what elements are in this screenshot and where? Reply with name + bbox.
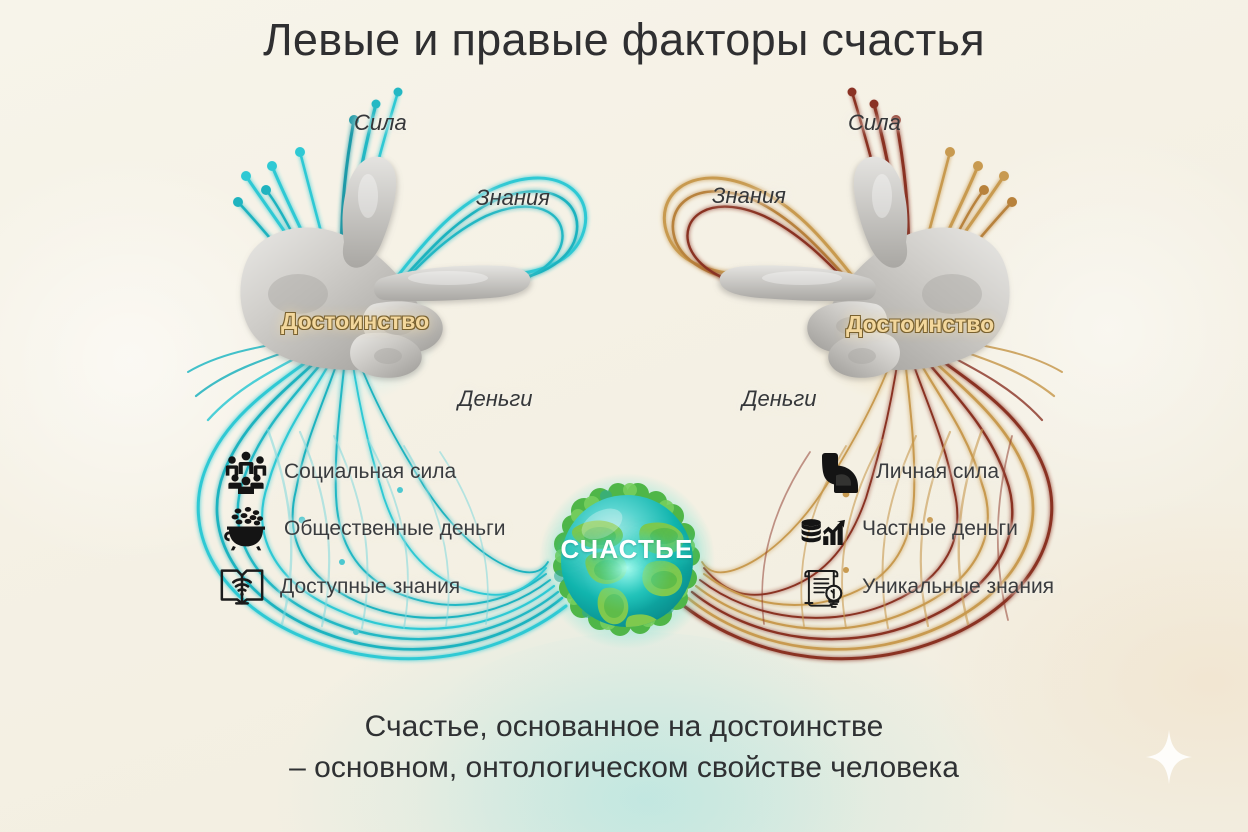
left-factor-label-public-money: Общественные деньги [284, 517, 506, 540]
scroll-lightbulb-icon [800, 563, 848, 611]
caption-line-2: – основном, онтологическом свойстве чело… [289, 750, 959, 784]
caption: Счастье, основанное на достоинстве – осн… [0, 707, 1248, 788]
left-factor-row-public-money: Общественные деньги [222, 505, 505, 553]
right-hand-label-money: Деньги [742, 386, 817, 411]
left-hand-label-power: Сила [354, 110, 407, 135]
left-hand-label-money: Деньги [458, 386, 533, 411]
right-hand-label-knowledge: Знания [712, 183, 786, 208]
cauldron-of-coins-icon [222, 505, 270, 553]
right-hand-label-power: Сила [848, 110, 901, 135]
right-factor-row-unique-knowledge: Уникальные знания [800, 563, 1054, 611]
right-factor-row-personal-power: Личная сила [814, 448, 999, 496]
left-hand-label-dignity: Достоинство [281, 308, 430, 334]
globe-icon: СЧАСТЬЕ [534, 466, 720, 652]
right-factor-row-private-money: Частные деньги [800, 505, 1018, 553]
left-factor-row-social-power: Социальная сила [222, 448, 456, 496]
right-hand-label-dignity: Достоинство [846, 311, 995, 337]
group-of-people-icon [222, 448, 270, 496]
left-factor-label-social-power: Социальная сила [284, 460, 457, 483]
right-factor-label-unique-knowledge: Уникальные знания [862, 575, 1055, 598]
right-factor-label-private-money: Частные деньги [862, 517, 1018, 540]
left-factor-row-accessible-knowledge: Доступные знания [218, 563, 460, 611]
caption-line-1: Счастье, основанное на достоинстве [364, 710, 884, 743]
flexed-bicep-icon [814, 448, 862, 496]
open-book-wifi-icon [218, 563, 266, 611]
left-factor-label-accessible-knowledge: Доступные знания [280, 575, 461, 598]
left-hand-label-knowledge: Знания [476, 185, 550, 210]
page-title: Левые и правые факторы счастья [263, 14, 985, 65]
right-factor-label-personal-power: Личная сила [876, 460, 1000, 483]
coins-growth-chart-icon [800, 505, 848, 553]
